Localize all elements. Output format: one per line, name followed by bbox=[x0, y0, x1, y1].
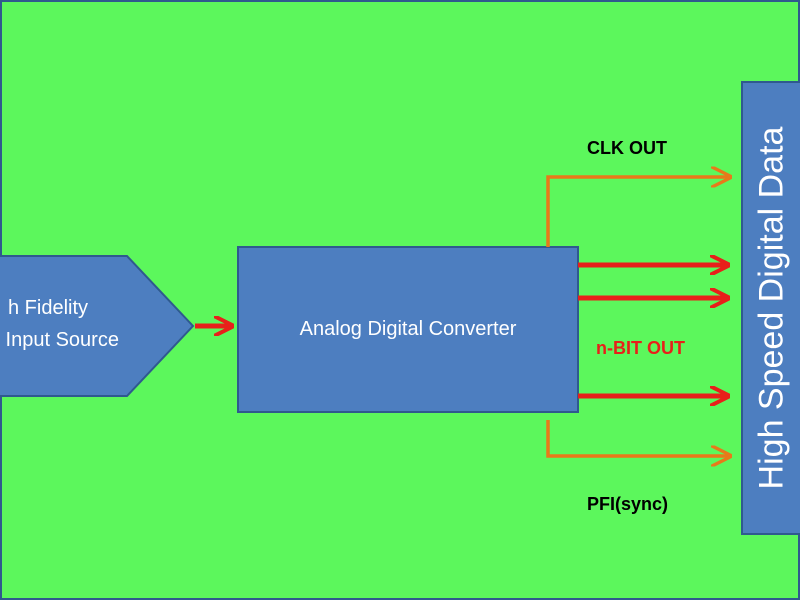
adc-label: Analog Digital Converter bbox=[238, 247, 578, 412]
destination-label: High Speed Digital Data bbox=[742, 82, 800, 534]
clk-out-label: CLK OUT bbox=[587, 138, 667, 158]
pfi-sync-label: PFI(sync) bbox=[587, 494, 669, 514]
destination-block bbox=[741, 81, 800, 535]
pfi-sync-arrow bbox=[546, 420, 730, 456]
clk-out-arrow bbox=[546, 177, 730, 247]
input-source-block bbox=[0, 255, 195, 397]
input-source-line-2: Input Source bbox=[0, 329, 119, 351]
input-source-line-1: h Fidelity bbox=[8, 297, 89, 319]
adc-label-text: Analog Digital Converter bbox=[299, 318, 517, 340]
destination-label-text: High Speed Digital Data bbox=[752, 126, 791, 490]
nbit-out-label: n-BIT OUT bbox=[596, 338, 685, 358]
adc-block bbox=[237, 246, 579, 413]
input-source-label: h Fidelity Input Source bbox=[0, 292, 190, 356]
